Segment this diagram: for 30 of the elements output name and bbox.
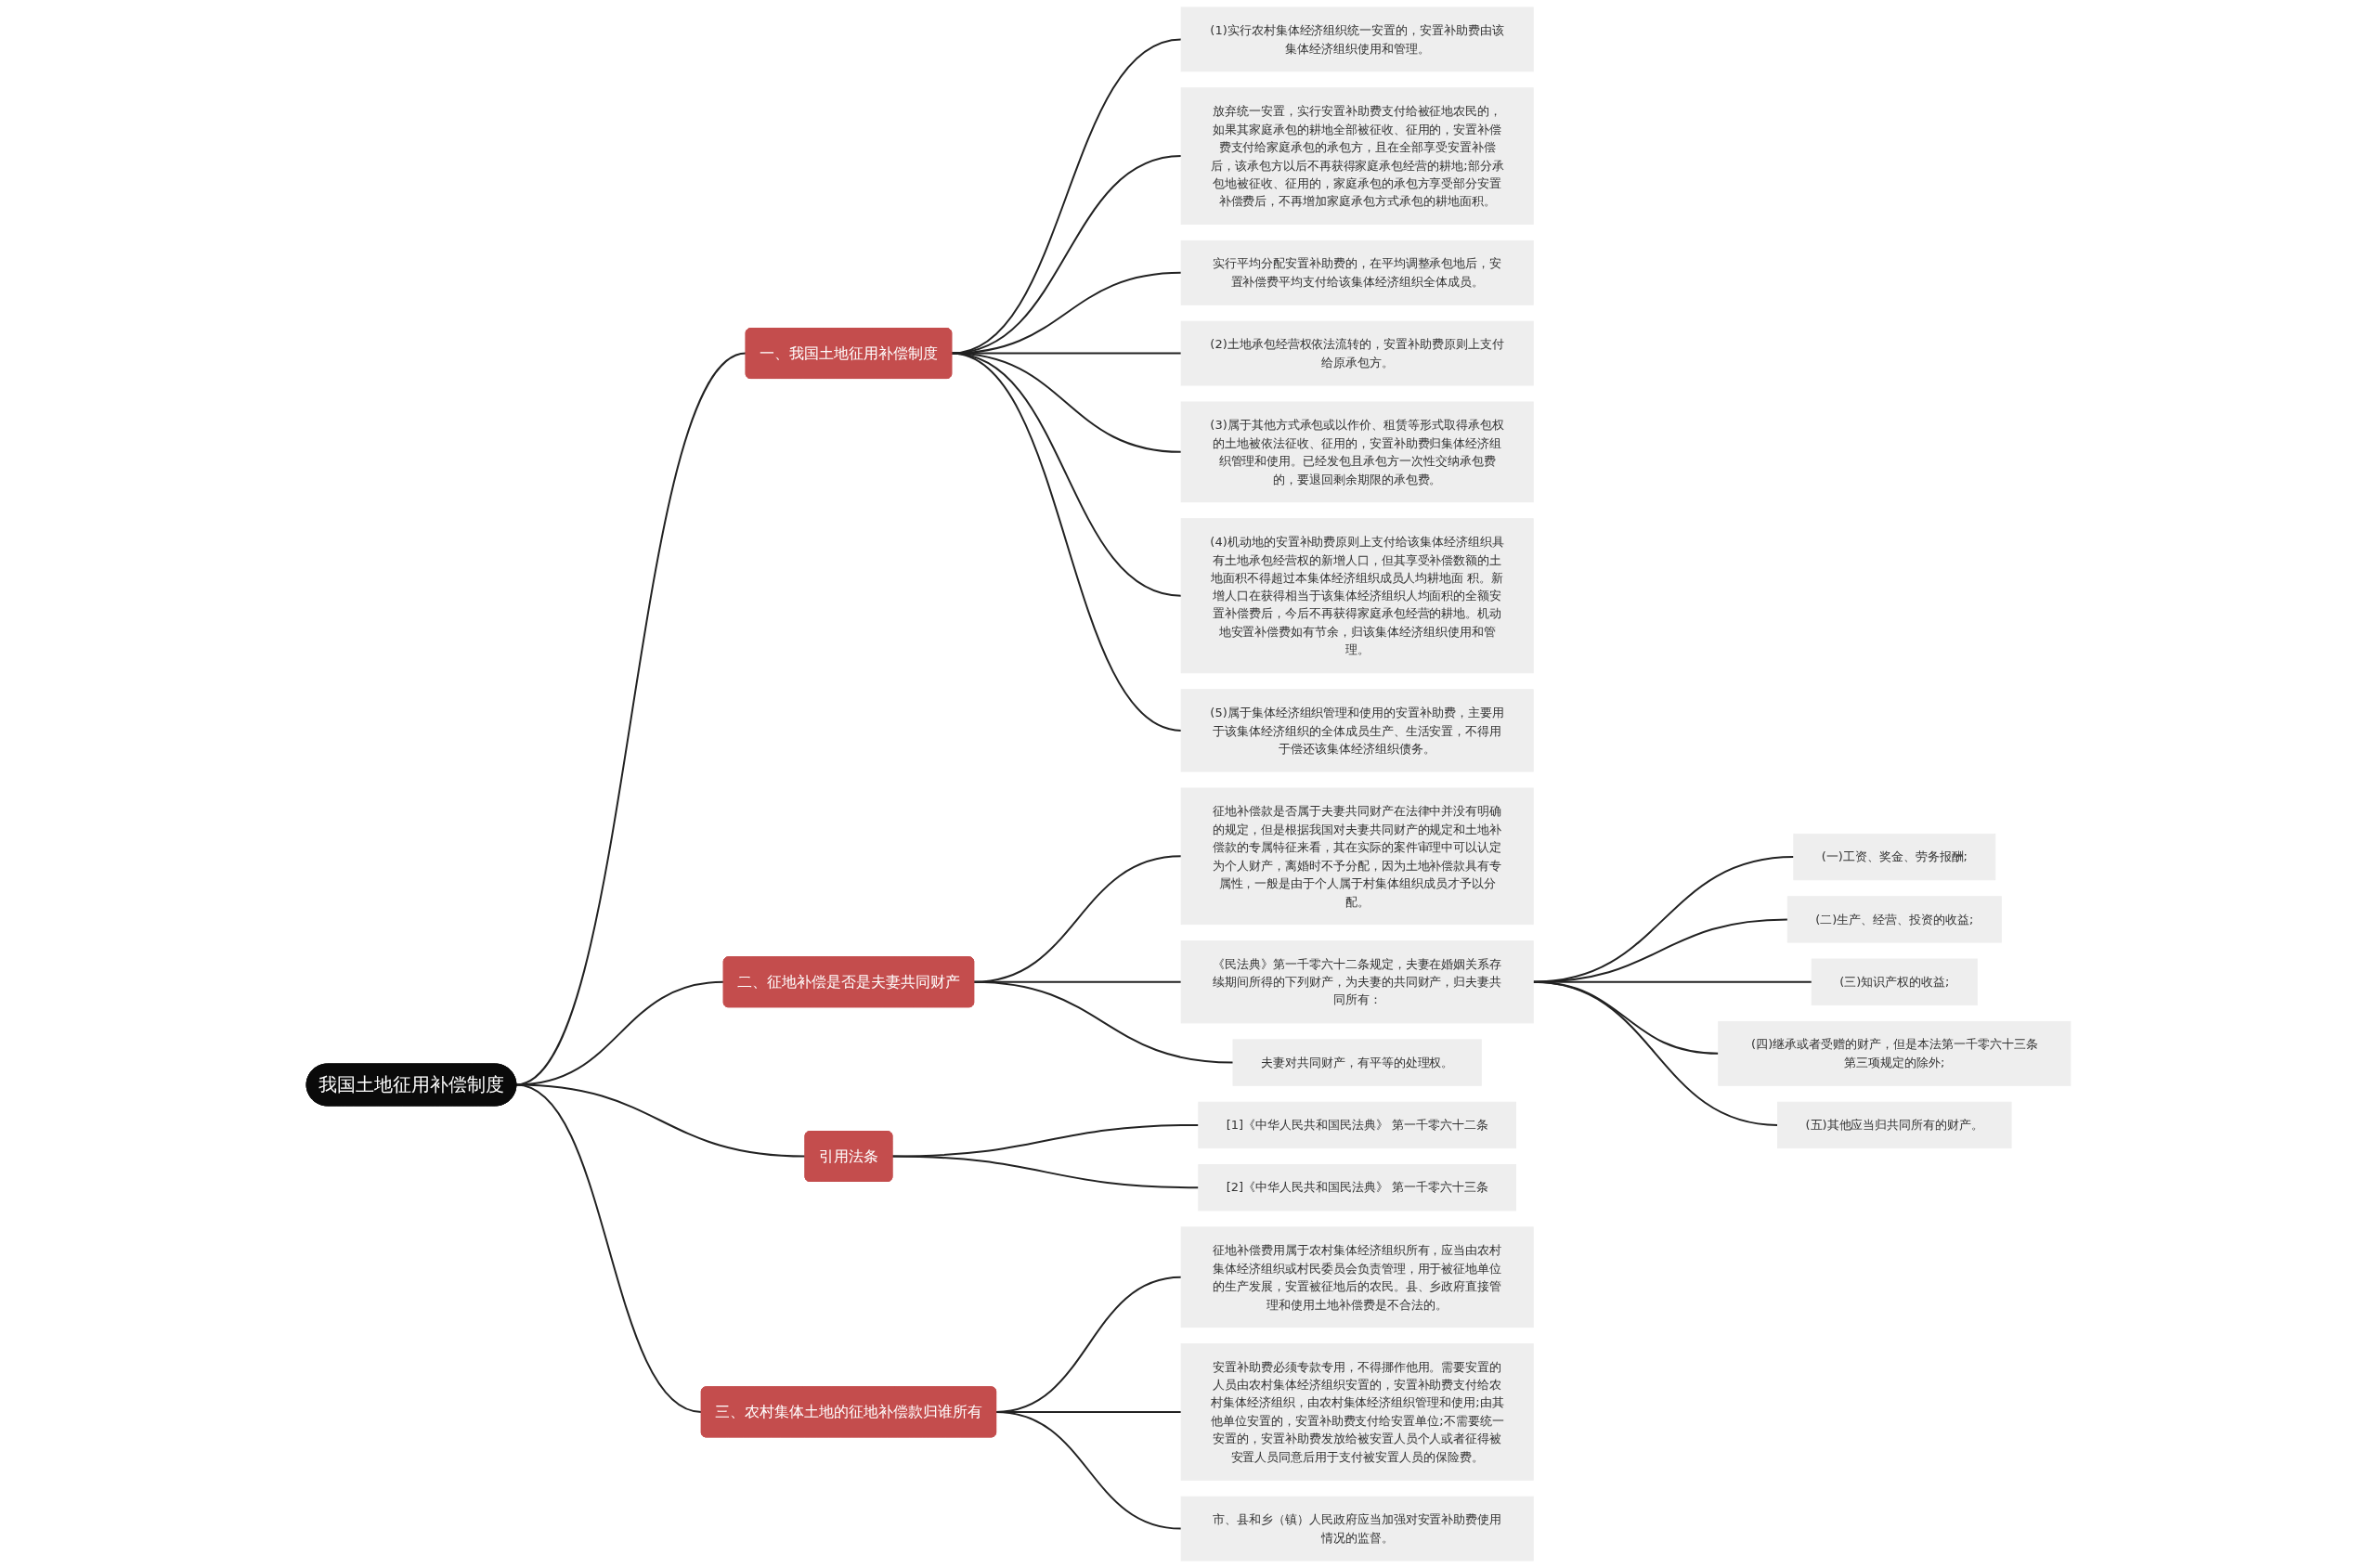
node-box: [2]《中华人民共和国民法典》 第一千零六十三条 xyxy=(1198,1164,1517,1212)
connector xyxy=(972,980,1234,1064)
connector xyxy=(514,980,725,1086)
node-box: (3)属于其他方式承包或以作价、租赁等形式取得承包权的土地被依法征收、征用的，安置补助费归集体经济组织管理和使用。已经发包且承包方一次性交纳承包费的，要退回剩余期限的承包费。 xyxy=(1180,401,1534,503)
node-box: (三)知识产权的收益; xyxy=(1811,958,1978,1005)
connector xyxy=(514,1083,703,1413)
connector xyxy=(514,1083,807,1158)
connector xyxy=(514,352,747,1086)
node-box: (一)工资、奖金、劳务报酬; xyxy=(1793,833,1996,881)
node-box: 实行平均分配安置补助费的，在平均调整承包地后，安置补偿费平均支付给该集体经济组织全体成员。 xyxy=(1180,240,1534,305)
node-box: 征地补偿费用属于农村集体经济组织所有，应当由农村集体经济组织或村民委员会负责管理，用于被征地单位的生产发展，安置被征地后的农民。县、乡政府直接管理和使用土地补偿费是不合法的。 xyxy=(1180,1226,1534,1328)
node-box: (4)机动地的安置补助费原则上支付给该集体经济组织具有土地承包经营权的新增人口，但其享受补偿数额的土地面积不得超过本集体经济组织成员人均耕地面 积。新增人口在获得相当于该集体经济组织人均面积的全额安置补偿费后，今后不再获得家庭承包经营的耕地。机动地安置补偿费如有节余，归该集体经济组织使用和管理。 xyxy=(1180,518,1534,674)
connector xyxy=(1532,980,1779,1126)
node-box: 征地补偿款是否属于夫妻共同财产在法律中并没有明确的规定，但是根据我国对夫妻共同财产的规定和土地补偿款的专属特征来看，其在实际的案件审理中可以认定为个人财产，离婚时不予分配，因为土地补偿款具有专属性，一般是由于个人属于村集体组织成员才予以分配。 xyxy=(1180,787,1534,926)
node-box: (5)属于集体经济组织管理和使用的安置补助费，主要用于该集体经济组织的全体成员生产、生活安置，不得用于偿还该集体经济组织债务。 xyxy=(1180,689,1534,772)
node-box: (1)实行农村集体经济组织统一安置的，安置补助费由该集体经济组织使用和管理。 xyxy=(1180,6,1534,72)
node-box: 《民法典》第一千零六十二条规定，夫妻在婚姻关系存续期间所得的下列财产，为夫妻的共同财产，归夫妻共同所有： xyxy=(1180,940,1534,1024)
connector xyxy=(890,1155,1200,1189)
node-box: 夫妻对共同财产，有平等的处理权。 xyxy=(1232,1039,1482,1086)
node-box: (2)土地承包经营权依法流转的，安置补助费原则上支付给原承包方。 xyxy=(1180,320,1534,386)
node-box: [1]《中华人民共和国民法典》 第一千零六十二条 xyxy=(1198,1101,1517,1149)
connector xyxy=(950,352,1183,732)
node-box: (二)生产、经营、投资的收益; xyxy=(1786,896,2002,943)
node-box: (五)其他应当归共同所有的财产。 xyxy=(1777,1101,2012,1149)
node-box: 安置补助费必须专款专用，不得挪作他用。需要安置的人员由农村集体经济组织安置的，安置补助费支付给农村集体经济组织，由农村集体经济组织管理和使用;由其他单位安置的，安置补助费支付给安置单位;不需要统一安置的，安置补助费发放给被安置人员个人或者征得被安置人员同意后用于支付被安置人员的保险费。 xyxy=(1180,1343,1534,1481)
node-box: 放弃统一安置，实行安置补助费支付给被征地农民的，如果其家庭承包的耕地全部被征收、征用的，安置补偿费支付给家庭承包的承包方，且在全部享受安置补偿后，该承包方以后不再获得家庭承包经营的耕地;部分承包地被征收、征用的，家庭承包的承包方享受部分安置补偿费后，不再增加家庭承包方式承包的耕地面积。 xyxy=(1180,87,1534,225)
connector xyxy=(950,38,1183,355)
node-box: 市、县和乡（镇）人民政府应当加强对安置补助费使用情况的监督。 xyxy=(1180,1496,1534,1562)
node-box: (四)继承或者受赠的财产，但是本法第一千零六十三条第三项规定的除外; xyxy=(1718,1020,2072,1086)
connector xyxy=(994,1410,1183,1530)
